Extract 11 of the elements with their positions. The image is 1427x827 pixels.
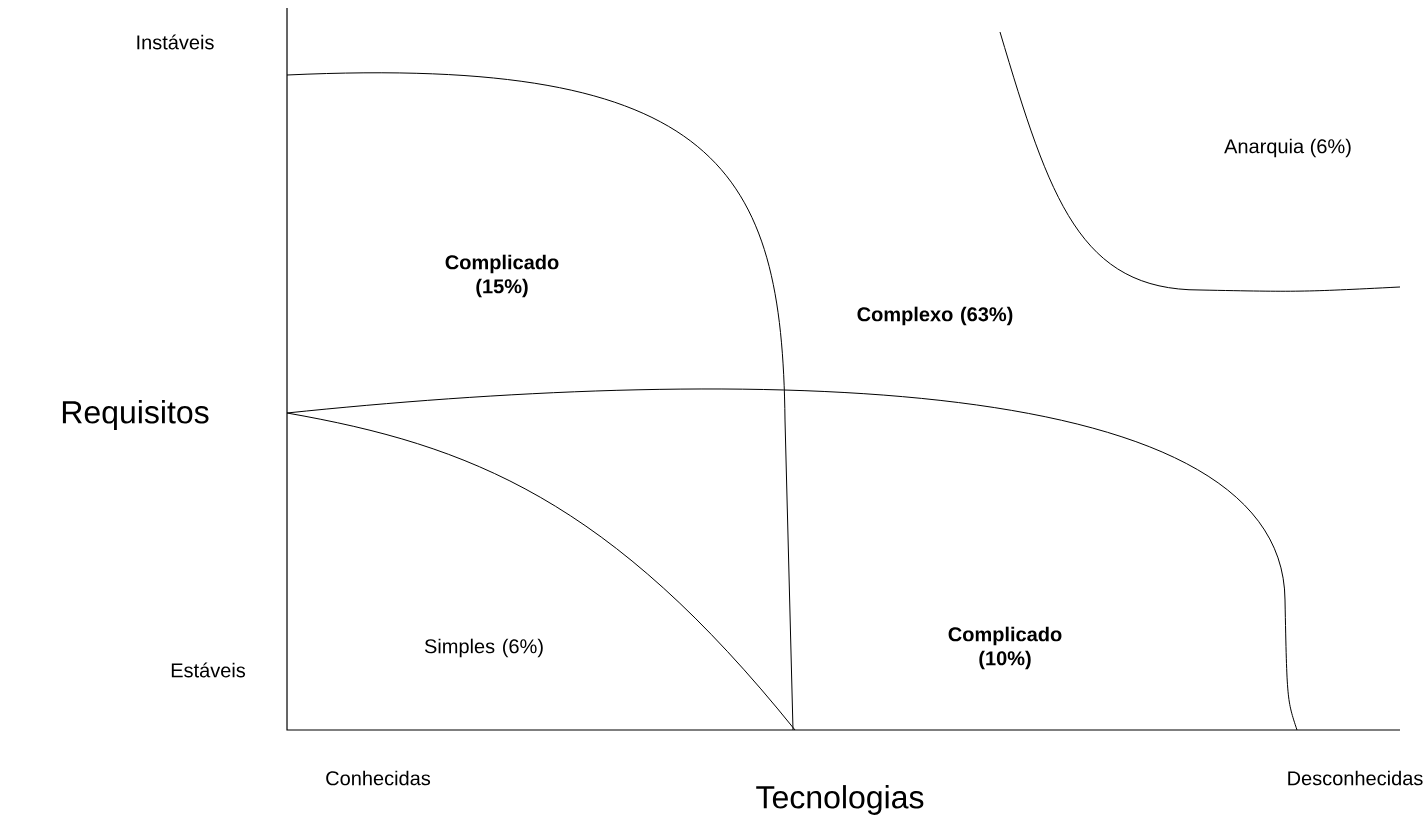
- region-label: Simples (6%): [424, 638, 543, 658]
- axis-title: Requisitos: [62, 400, 209, 430]
- axis-end-label: Desconhecidas: [1288, 770, 1423, 786]
- axis-title: Tecnologias: [756, 785, 924, 815]
- region-label: Anarquia (6%): [1224, 138, 1351, 158]
- region-label: Complexo (63%): [857, 306, 1013, 326]
- region-label: Complicado (15%): [445, 254, 559, 298]
- axis-end-label: Estáveis: [171, 662, 246, 678]
- axis-end-label: Conhecidas: [326, 770, 431, 786]
- axis-end-label: Instáveis: [137, 34, 214, 50]
- region-label: Complicado (10%): [948, 626, 1062, 670]
